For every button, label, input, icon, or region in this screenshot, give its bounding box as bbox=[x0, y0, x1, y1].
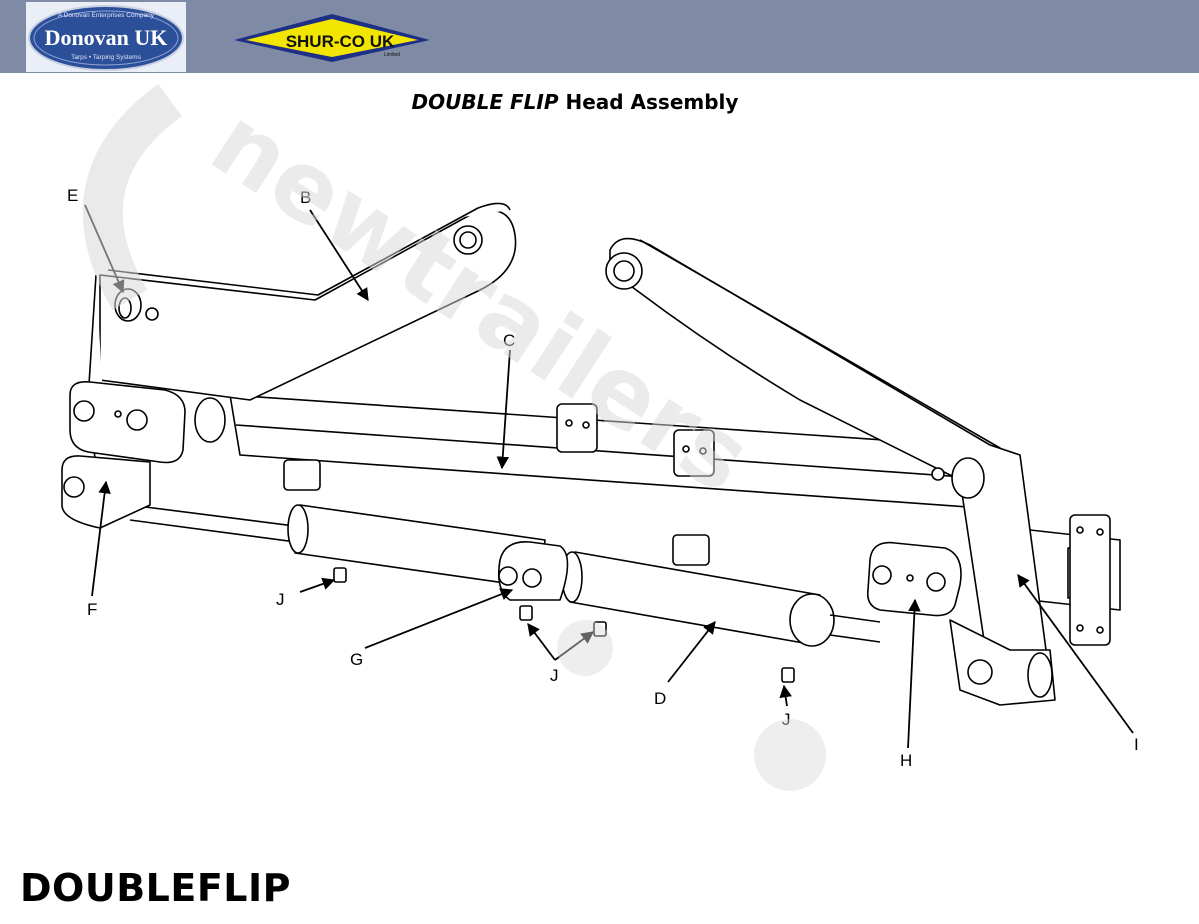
callout-c: C bbox=[503, 331, 515, 350]
page-title-rest: Head Assembly bbox=[558, 90, 739, 114]
donovan-logo-top: A Donovan Enterprises Company bbox=[58, 12, 155, 19]
callout-b: B bbox=[300, 188, 311, 207]
callout-d: D bbox=[654, 689, 666, 708]
page-title: DOUBLE FLIP Head Assembly bbox=[0, 90, 1150, 114]
donovan-uk-logo: A Donovan Enterprises Company Donovan UK… bbox=[26, 2, 186, 72]
callout-arrow-b bbox=[309, 209, 369, 302]
callout-j-1: J bbox=[276, 590, 285, 609]
callout-arrow-j2b bbox=[554, 631, 595, 661]
callout-arrow-j3 bbox=[779, 684, 792, 707]
callout-arrow-j2a bbox=[527, 622, 556, 661]
callout-h: H bbox=[900, 751, 912, 770]
shurco-uk-logo: SHUR-CO UK Limited bbox=[234, 14, 430, 62]
right-arm bbox=[605, 237, 1051, 681]
callout-arrow-f bbox=[91, 480, 111, 597]
pivot-plate-left bbox=[61, 380, 226, 529]
grease-fitting bbox=[333, 567, 795, 683]
clevis-g bbox=[497, 541, 569, 601]
callout-i: I bbox=[1134, 735, 1139, 754]
callout-g: G bbox=[350, 650, 363, 669]
callout-e: E bbox=[67, 186, 78, 205]
donovan-logo-main: Donovan UK bbox=[45, 25, 168, 50]
hydraulic-cylinder-d bbox=[561, 551, 881, 647]
shurco-logo-main: SHUR-CO UK bbox=[286, 32, 395, 51]
callout-f: F bbox=[87, 600, 97, 619]
callout-arrow-d bbox=[667, 621, 716, 683]
callout-arrow-i bbox=[1017, 573, 1134, 734]
callout-j-3: J bbox=[782, 710, 791, 729]
callout-arrow-g bbox=[364, 588, 514, 649]
donovan-logo-bottom: Tarps • Tarping Systems bbox=[71, 54, 141, 61]
page-title-italic: DOUBLE FLIP bbox=[411, 90, 559, 114]
pivot-plate-h bbox=[866, 541, 1056, 706]
callout-arrow-c bbox=[496, 349, 511, 470]
callout-j-2: J bbox=[550, 666, 559, 685]
mounting-tab bbox=[283, 403, 1111, 646]
callout-arrow-h bbox=[907, 598, 921, 749]
callout-arrow-j1 bbox=[299, 577, 336, 593]
shurco-logo-sub: Limited bbox=[384, 52, 400, 58]
header-bar: A Donovan Enterprises Company Donovan UK… bbox=[0, 0, 1199, 73]
footer-title: DOUBLEFLIP bbox=[20, 866, 291, 910]
